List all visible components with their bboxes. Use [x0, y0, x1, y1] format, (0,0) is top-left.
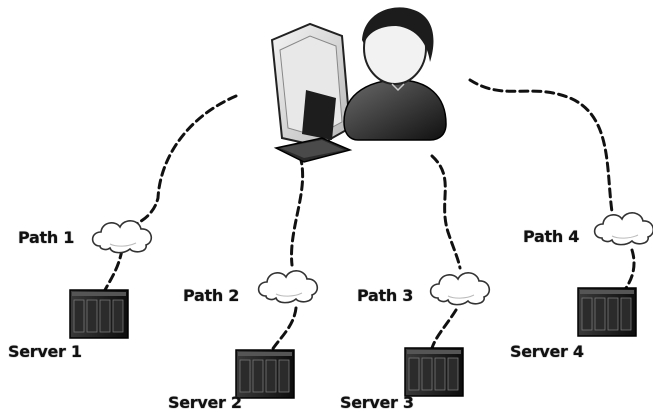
- server-4-label: Server 4: [510, 342, 584, 361]
- user-icon: [343, 7, 447, 141]
- link-path-2-server-2: [270, 306, 298, 352]
- link-user-path-2: [290, 154, 305, 267]
- link-user-path-1: [126, 94, 238, 230]
- link-path-3-server-3: [430, 308, 458, 350]
- cloud-icon: [257, 270, 319, 304]
- server-1-label: Server 1: [8, 342, 82, 361]
- server-rack-icon: [404, 347, 464, 397]
- path-1-label: Path 1: [18, 228, 75, 247]
- server-3-label: Server 3: [340, 393, 414, 412]
- path-4-label: Path 4: [523, 227, 580, 246]
- path-3-label: Path 3: [357, 286, 414, 305]
- link-path-1-server-1: [102, 248, 124, 294]
- server-rack-icon: [235, 349, 295, 399]
- server-2-label: Server 2: [168, 393, 242, 412]
- server-rack-icon: [69, 289, 129, 339]
- server-rack-icon: [577, 287, 637, 337]
- link-user-path-3: [430, 154, 462, 270]
- connection-links: [102, 78, 636, 352]
- cloud-icon: [593, 212, 653, 246]
- cloud-icon: [91, 220, 153, 254]
- link-user-path-4: [468, 78, 614, 214]
- computer-monitor-icon: [270, 22, 353, 163]
- path-2-label: Path 2: [183, 286, 240, 305]
- cloud-icon: [429, 272, 491, 306]
